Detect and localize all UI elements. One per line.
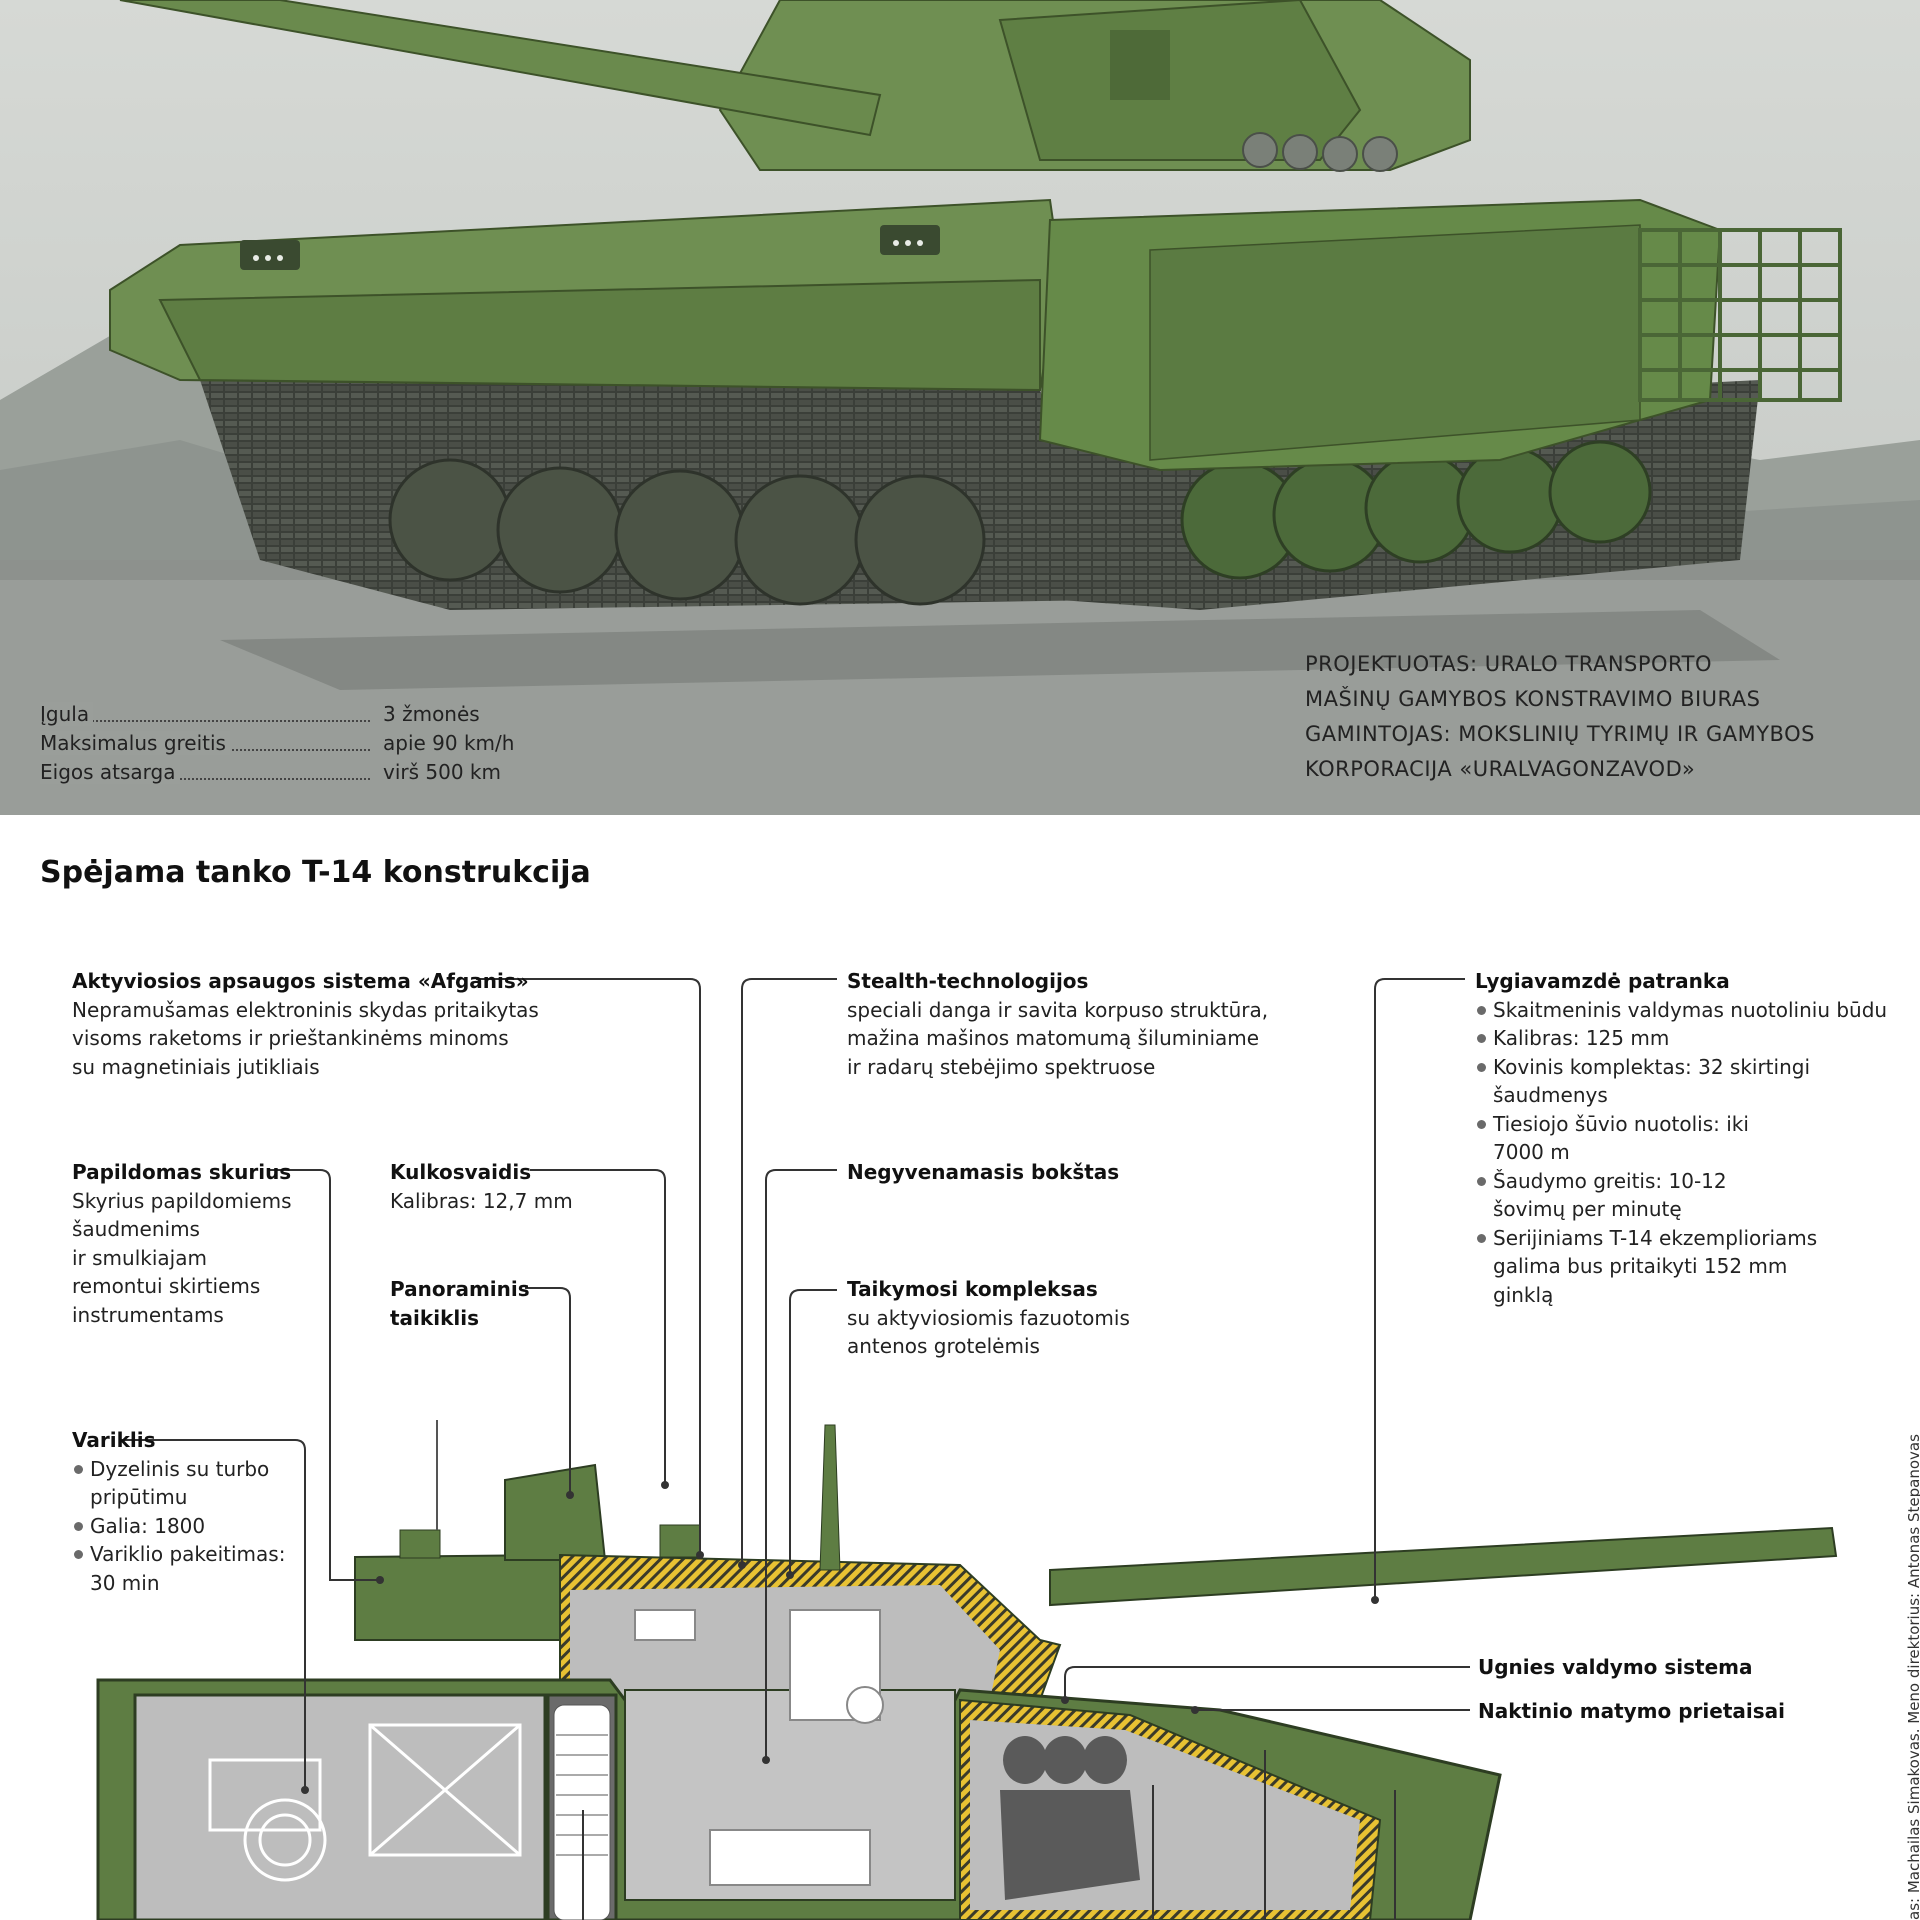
leader-dots [40, 778, 370, 780]
annotation-text: su aktyviosiomis fazuotomis [847, 1305, 1130, 1330]
annotation-text: šaudmenims [72, 1217, 200, 1241]
annotation-machine-gun: Kulkosvaidis Kalibras: 12,7 mm [390, 1158, 573, 1215]
annotation-afganis: Aktyviosios apsaugos sistema «Afganis» N… [72, 967, 539, 1081]
annotation-title: Negyvenamasis bokštas [847, 1160, 1120, 1184]
annotation-bullet: Šaudymo greitis: 10-12 šovimų per minutę [1475, 1167, 1793, 1224]
annotation-aiming: Taikymosi kompleksas su aktyviosiomis fa… [847, 1275, 1130, 1361]
annotation-text: instrumentams [72, 1302, 224, 1327]
spec-value: virš 500 km [383, 760, 501, 784]
annotation-gun: Lygiavamzdė patranka Skaitmeninis valdym… [1475, 967, 1895, 1309]
annotation-text: Skyrius papildomiems [72, 1188, 292, 1213]
annotation-text: antenos grotelėmis [847, 1334, 1040, 1358]
annotation-text: remontui skirtiems [72, 1274, 261, 1298]
annotation-text: speciali danga ir savita korpuso struktū… [847, 997, 1269, 1022]
annotation-text: ir smulkiajam [72, 1245, 207, 1270]
annotation-title: Ugnies valdymo sistema [1478, 1655, 1753, 1679]
maker-line: MAŠINŲ GAMYBOS KONSTRAVIMO BIURAS [1305, 687, 1761, 711]
section-title: Spėjama tanko T-14 konstrukcija [40, 855, 591, 890]
annotation-text: mažina mašinos matomumą šiluminiame [847, 1026, 1260, 1050]
spec-label: Eigos atsarga [40, 760, 180, 784]
annotation-title: Aktyviosios apsaugos sistema «Afganis» [72, 969, 529, 993]
tank-illustration [0, 0, 1920, 815]
annotation-title: Lygiavamzdė patranka [1475, 969, 1730, 993]
annotation-night-vision: Naktinio matymo prietaisai [1478, 1697, 1785, 1726]
maker-line: GAMINTOJAS: MOKSLINIŲ TYRIMŲ IR GAMYBOS [1305, 722, 1815, 746]
annotation-title: Variklis [72, 1428, 156, 1452]
spec-label: Įgula [40, 702, 94, 726]
annotation-bullet: Skaitmeninis valdymas nuotoliniu būdu [1475, 996, 1895, 1025]
annotation-text: Nepramušamas elektroninis skydas pritaik… [72, 997, 539, 1022]
annotation-bullet: Tiesiojo šūvio nuotolis: iki 7000 m [1475, 1110, 1753, 1167]
annotation-sight: Panoraminis taikiklis [390, 1275, 530, 1332]
spec-label: Maksimalus greitis [40, 731, 230, 755]
annotation-stealth: Stealth-technologijos speciali danga ir … [847, 967, 1268, 1081]
annotation-title: Kulkosvaidis [390, 1160, 532, 1184]
annotation-title: Taikymosi kompleksas [847, 1277, 1098, 1301]
annotation-bullet: Galia: 1800 [72, 1512, 312, 1541]
annotation-bullet: Kalibras: 125 mm [1475, 1024, 1895, 1053]
annotation-text: visoms raketoms ir prieštankinėms minoms [72, 1026, 509, 1050]
annotation-title: Stealth-technologijos [847, 969, 1089, 993]
maker-line: KORPORACIJA «URALVAGONZAVOD» [1305, 757, 1696, 781]
spec-value: 3 žmonės [383, 702, 480, 726]
annotation-turret: Negyvenamasis bokštas [847, 1158, 1119, 1187]
annotation-title: Papildomas skurius [72, 1160, 292, 1184]
annotation-fire-control: Ugnies valdymo sistema [1478, 1653, 1753, 1682]
annotation-title: taikiklis [390, 1305, 479, 1330]
annotation-text: ir radarų stebėjimo spektruose [847, 1054, 1156, 1079]
maker-line: PROJEKTUOTAS: URALO TRANSPORTO [1305, 652, 1712, 676]
leader-dots [40, 720, 370, 722]
annotation-engine: Variklis Dyzelinis su turbo pripūtimu Ga… [72, 1426, 312, 1597]
annotation-text: Kalibras: 12,7 mm [390, 1188, 573, 1213]
annotation-bullet: Variklio pakeitimas: 30 min [72, 1540, 310, 1597]
annotation-title: Panoraminis [390, 1277, 530, 1301]
annotation-bullet: Serijiniams T-14 ekzemplioriams galima b… [1475, 1224, 1823, 1310]
credits: as: Machailas Simakovas. Meno direktoriu… [1905, 1434, 1920, 1920]
annotation-text: su magnetiniais jutikliais [72, 1054, 320, 1079]
annotation-extra: Papildomas skurius Skyrius papildomiems … [72, 1158, 292, 1329]
spec-value: apie 90 km/h [383, 731, 515, 755]
annotation-bullet: Kovinis komplektas: 32 skirtingi šaudmen… [1475, 1053, 1813, 1110]
annotation-title: Naktinio matymo prietaisai [1478, 1699, 1785, 1723]
annotation-bullet: Dyzelinis su turbo pripūtimu [72, 1455, 290, 1512]
